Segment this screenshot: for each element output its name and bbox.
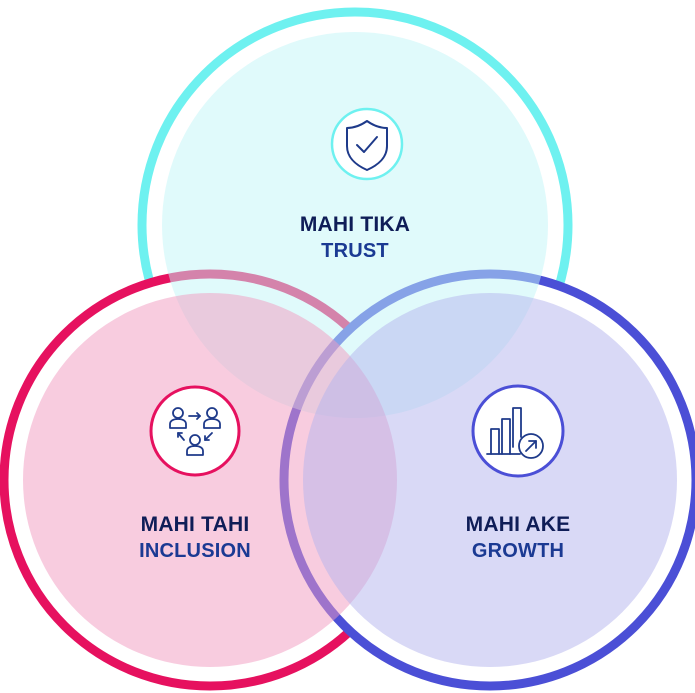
inclusion-english-title: INCLUSION [139, 540, 251, 562]
people-network-icon [149, 385, 241, 477]
growth-maori-title: MAHI AKE [465, 513, 571, 536]
trust-label: MAHI TIKA TRUST [255, 212, 455, 264]
trust-maori-title: MAHI TIKA [299, 213, 411, 236]
shield-check-icon [330, 107, 404, 181]
bar-chart-growth-icon [471, 384, 565, 478]
growth-english-title: GROWTH [471, 540, 565, 562]
inclusion-fill [23, 293, 397, 667]
growth-fill [303, 293, 677, 667]
inclusion-label: MAHI TAHI INCLUSION [95, 512, 295, 564]
inclusion-maori-title: MAHI TAHI [140, 513, 250, 536]
growth-label: MAHI AKE GROWTH [418, 512, 618, 564]
trust-english-title: TRUST [321, 240, 389, 262]
